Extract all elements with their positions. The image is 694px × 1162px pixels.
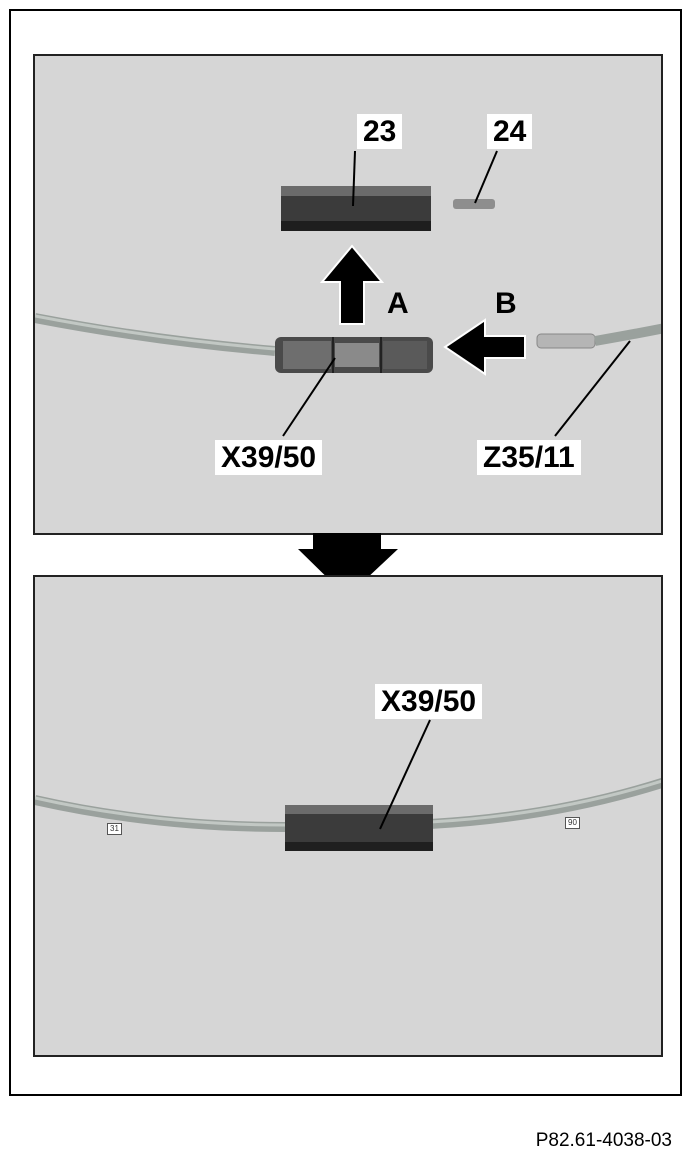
bottom-panel-drawing (35, 719, 661, 851)
housing-23 (281, 186, 431, 231)
label-x39-50: X39/50 (215, 440, 323, 475)
wire-left (35, 795, 286, 832)
bottom-panel: X39/50 31 90 (33, 575, 663, 1057)
label-x39-50-bottom: X39/50 (375, 684, 483, 719)
filter-z35-11 (536, 323, 661, 349)
wire-left (35, 313, 276, 356)
assembled-connector-x39-50 (285, 805, 433, 851)
leader-23 (352, 150, 356, 207)
label-23: 23 (357, 114, 403, 149)
transition-arrow (298, 533, 398, 597)
leader-24 (474, 150, 498, 204)
leader-x39-50 (282, 357, 336, 437)
arrow-a (319, 244, 385, 325)
top-panel: 23 24 A B X39/50 Z35/11 (33, 54, 663, 535)
connector-x39-50 (275, 337, 433, 373)
label-arrow-a: A (387, 287, 409, 320)
part-24 (453, 199, 495, 209)
wire-tag-right: 90 (565, 817, 580, 829)
label-arrow-b: B (495, 287, 517, 320)
leader-x39-50-bottom (379, 719, 431, 830)
label-z35-11: Z35/11 (477, 440, 581, 475)
wire-tag-left: 31 (107, 823, 122, 835)
label-24: 24 (487, 114, 533, 149)
top-panel-drawing (35, 150, 661, 437)
wire-right (429, 778, 661, 829)
arrow-b (443, 318, 526, 376)
leader-z35-11 (554, 340, 631, 437)
drawing-number: P82.61-4038-03 (535, 1130, 672, 1151)
